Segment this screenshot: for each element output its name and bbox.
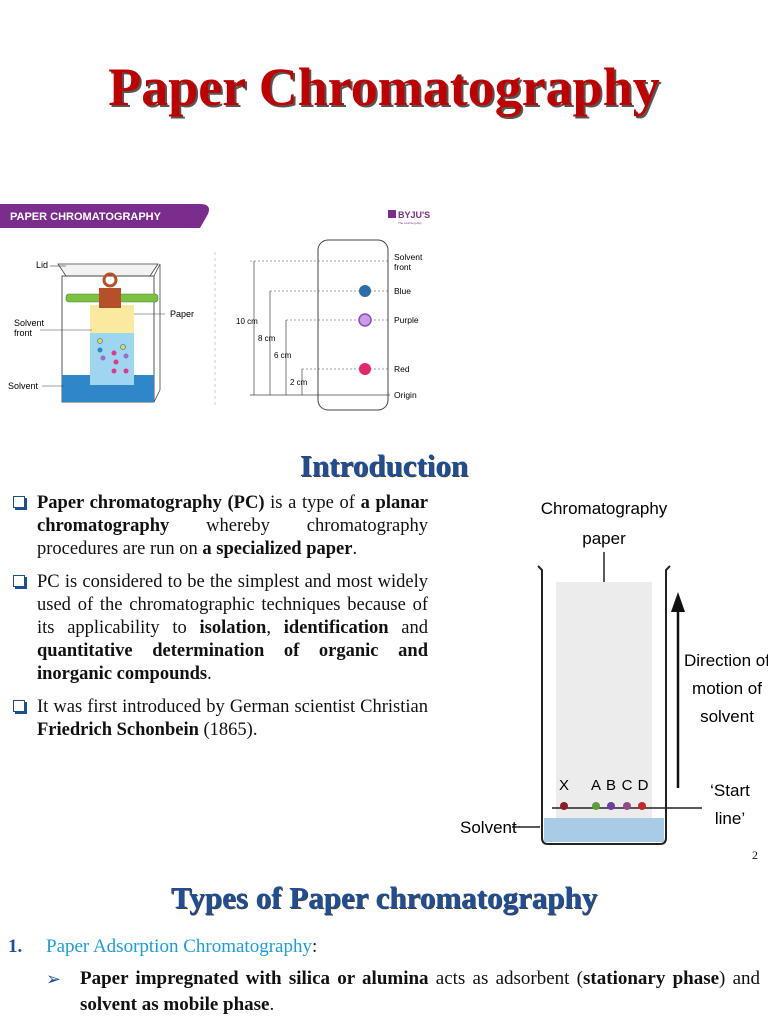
item-suffix: : <box>311 936 318 957</box>
chromatography-paper <box>556 582 652 840</box>
blue-label: Blue <box>394 286 411 296</box>
solvent-label: Solvent <box>8 381 39 391</box>
checkbox-bullet-icon <box>13 496 25 508</box>
intro-bullet: Paper chromatography (PC) is a type of a… <box>10 492 428 561</box>
chromatography-apparatus-figure: PAPER CHROMATOGRAPHY BYJU'S The Learning… <box>0 204 430 411</box>
paper-strip <box>317 239 389 411</box>
spot-label-x: X <box>559 777 569 794</box>
checkbox-bullet-icon <box>13 700 25 712</box>
purple-spot <box>358 313 372 327</box>
item-number: 1. <box>8 936 23 957</box>
solvent-front-right-line1: Solvent <box>394 252 423 262</box>
chromatography-paper-figure: Chromatography paper X A B C D Direction… <box>460 499 768 845</box>
measure-6cm: 6 cm <box>274 351 292 360</box>
blue-spot <box>359 285 371 297</box>
direction-arrow-icon <box>671 592 685 612</box>
intro-bullet: It was first introduced by German scient… <box>10 696 428 742</box>
solvent-layer <box>544 818 664 842</box>
red-spot <box>359 363 371 375</box>
measure-2cm: 2 cm <box>290 378 308 387</box>
lid-label: Lid <box>36 260 48 270</box>
solvent-front-right-line2: front <box>394 262 412 272</box>
introduction-heading: Introduction <box>299 448 469 483</box>
spot-label-d: D <box>638 777 649 794</box>
beaker-outline <box>537 565 671 845</box>
origin-label: Origin <box>394 390 417 400</box>
brand-logo-icon <box>388 210 396 218</box>
figure-banner <box>0 204 209 228</box>
bullet-text: Paper chromatography (PC) is a type of a… <box>37 493 428 559</box>
spot-a <box>592 802 600 810</box>
solvent-front-label-line2: front <box>14 328 33 338</box>
paper-clip <box>99 288 121 308</box>
direction-label-line2: motion of <box>692 679 762 698</box>
paper-top <box>90 305 134 333</box>
solvent-label: Solvent <box>460 818 517 837</box>
spot-label-b: B <box>606 777 616 794</box>
measure-10cm: 10 cm <box>236 317 258 326</box>
bullet-text: PC is considered to be the simplest and … <box>37 572 429 684</box>
spot-x <box>560 802 568 810</box>
measure-8cm: 8 cm <box>258 334 276 343</box>
paper-label-line1: Chromatography <box>541 499 668 518</box>
introduction-list: Paper chromatography (PC) is a type of a… <box>10 492 428 752</box>
arrow-bullet-icon: ➢ <box>46 969 62 989</box>
types-list: 1. Paper Adsorption Chromatography: ➢ Pa… <box>8 936 760 1018</box>
spot-label-c: C <box>622 777 633 794</box>
solvent-front-label-line1: Solvent <box>14 318 45 328</box>
spot-label-a: A <box>591 777 601 794</box>
red-label: Red <box>394 364 410 374</box>
brand-name: BYJU'S <box>398 210 430 220</box>
direction-label-line1: Direction of <box>684 651 768 670</box>
direction-label-line3: solvent <box>700 707 754 726</box>
page-title: Paper Chromatography <box>108 57 660 117</box>
types-heading: Types of Paper chromatography <box>170 880 598 915</box>
bullet-text: It was first introduced by German scient… <box>37 697 428 740</box>
item-label: Paper Adsorption Chromatography <box>46 936 312 957</box>
start-line-label-line2: line’ <box>715 809 745 828</box>
types-subitem: ➢ Paper impregnated with silica or alumi… <box>8 966 760 1018</box>
types-item: 1. Paper Adsorption Chromatography: <box>8 936 760 958</box>
intro-bullet: PC is considered to be the simplest and … <box>10 571 428 686</box>
banner-text: PAPER CHROMATOGRAPHY <box>10 211 162 223</box>
spot-d <box>638 802 646 810</box>
purple-label: Purple <box>394 315 419 325</box>
paper-label-line2: paper <box>582 529 626 548</box>
start-line-label-line1: ‘Start <box>710 781 750 800</box>
subitem-text: Paper impregnated with silica or alumina… <box>80 968 761 1015</box>
spot-b <box>607 802 615 810</box>
brand-sub: The Learning App <box>398 221 422 225</box>
checkbox-bullet-icon <box>13 575 25 587</box>
paper-label: Paper <box>170 309 194 319</box>
spot-c <box>623 802 631 810</box>
paper-wet <box>90 333 134 385</box>
page-number: 2 <box>752 848 758 862</box>
